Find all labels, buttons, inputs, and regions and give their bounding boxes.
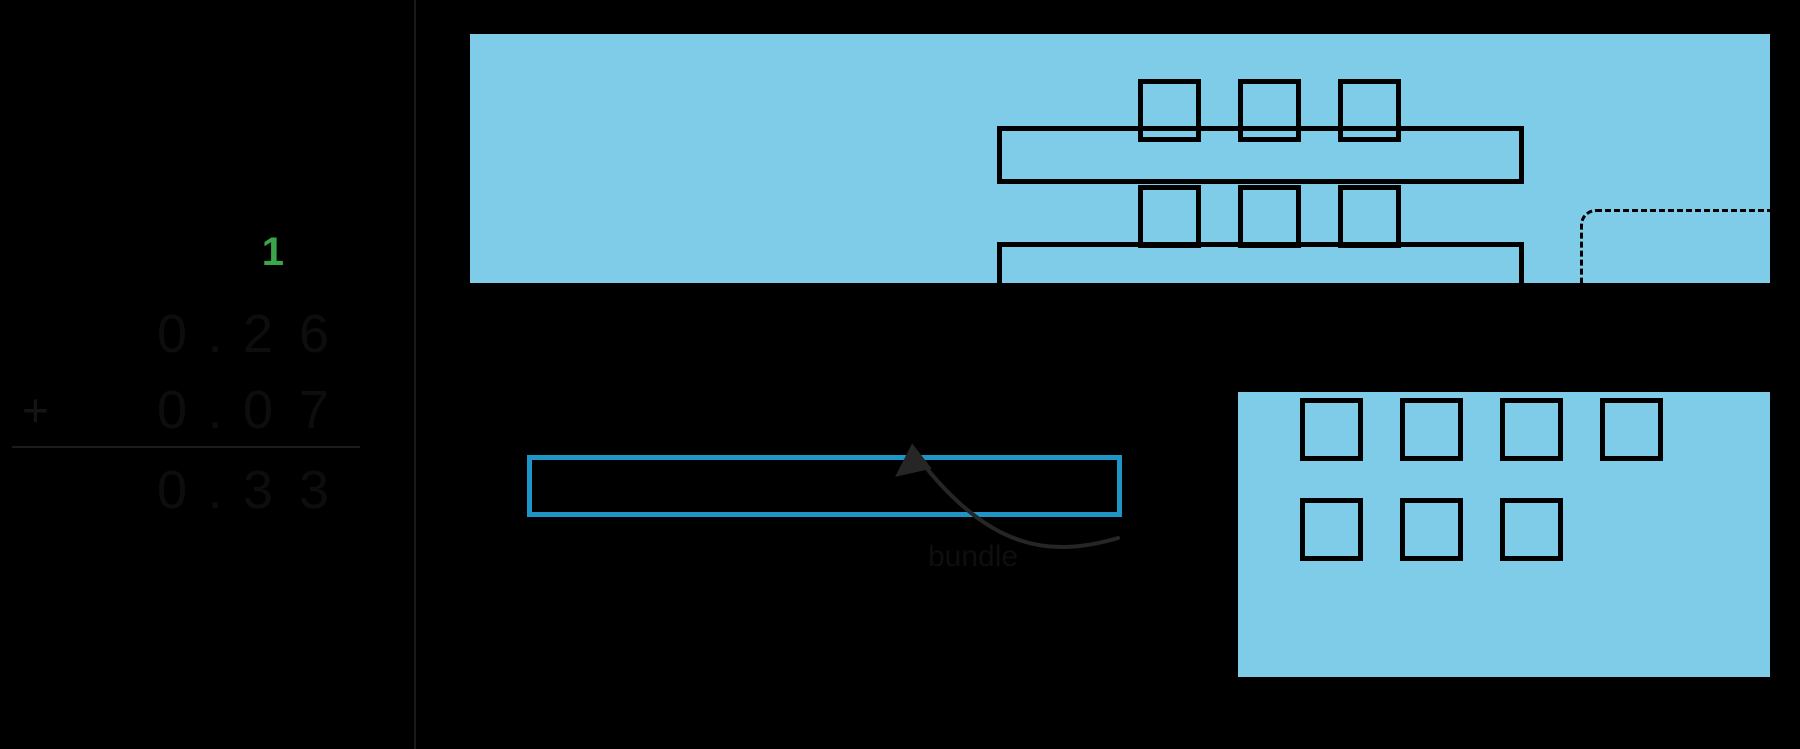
bundle-label: bundle <box>928 540 1019 573</box>
sum-digit-hundredths: 3 <box>298 460 330 520</box>
addend1-digit-hundredths: 6 <box>298 304 330 364</box>
unit-square <box>1138 185 1201 248</box>
tenths-strip-1 <box>997 126 1524 184</box>
unit-square <box>1400 498 1463 561</box>
bundle-outline-top <box>1580 209 1800 409</box>
tenths-strip-2 <box>997 242 1524 300</box>
sum-digit-ones: 0 <box>156 460 188 520</box>
addend-2-row: 0 . 0 7 <box>0 372 360 448</box>
addend2-digit-ones: 0 <box>156 380 188 440</box>
unit-square <box>1338 79 1401 142</box>
unit-square <box>1138 79 1201 142</box>
addend2-digit-tenths: 0 <box>242 380 274 440</box>
addend-1-row: 0 . 2 6 <box>0 296 360 372</box>
unit-square <box>1600 398 1663 461</box>
unit-square <box>1238 79 1301 142</box>
unit-square <box>1500 498 1563 561</box>
addend1-decimal-point: . <box>207 304 223 364</box>
sum-digit-tenths: 3 <box>242 460 274 520</box>
unit-square <box>1300 498 1363 561</box>
unit-square <box>1500 398 1563 461</box>
arithmetic-column: 1 + 0 . 2 6 0 . 0 7 0 . 3 3 <box>0 0 414 749</box>
column-divider <box>414 0 416 749</box>
sum-rule-line <box>12 446 360 448</box>
sum-row: 0 . 3 3 <box>0 452 360 528</box>
unit-square <box>1400 398 1463 461</box>
sum-panel <box>1238 392 1770 677</box>
unit-square <box>1338 185 1401 248</box>
addend1-digit-tenths: 2 <box>242 304 274 364</box>
addends-panel <box>470 34 1800 409</box>
operator-sign: + <box>22 384 49 436</box>
addend2-decimal-point: . <box>207 380 223 440</box>
sum-decimal-point: . <box>207 460 223 520</box>
carry-digit: 1 <box>261 229 284 274</box>
addend1-digit-ones: 0 <box>156 304 188 364</box>
addend2-digit-hundredths: 7 <box>298 380 330 440</box>
new-tenth-strip <box>527 455 1122 517</box>
carry-row: 1 <box>0 222 360 282</box>
unit-square <box>1300 398 1363 461</box>
unit-square <box>1238 185 1301 248</box>
